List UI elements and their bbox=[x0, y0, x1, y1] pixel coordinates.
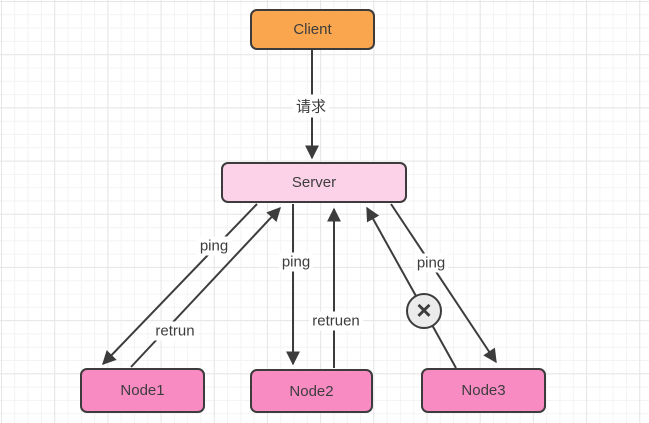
edge-node3-to-server bbox=[366, 206, 457, 369]
node-client-label: Client bbox=[293, 21, 332, 38]
node-server-label: Server bbox=[291, 174, 337, 191]
edge-node1-to-server bbox=[130, 206, 281, 368]
edge-label-request: 请求 bbox=[292, 94, 330, 118]
edge-label-node2-ping: ping bbox=[278, 252, 314, 272]
node-node3-label: Node3 bbox=[461, 382, 506, 399]
node-node2-label: Node2 bbox=[289, 382, 334, 400]
node-client: Client bbox=[250, 9, 375, 50]
node-node1: Node1 bbox=[80, 368, 205, 413]
failure-x-glyph: × bbox=[416, 294, 432, 325]
edge-label-node1-return: retrun bbox=[152, 321, 198, 341]
edge-label-node3-ping: ping bbox=[413, 253, 449, 273]
node-node1-label: Node1 bbox=[120, 382, 165, 399]
node-node2: Node2 bbox=[250, 369, 373, 413]
edge-server-to-node1 bbox=[102, 203, 258, 366]
edge-label-node1-ping: ping bbox=[196, 236, 232, 256]
failure-x-icon: × bbox=[406, 293, 442, 329]
edge-server-to-node3 bbox=[390, 203, 497, 364]
node-node3: Node3 bbox=[421, 368, 546, 413]
node-server: Server bbox=[221, 162, 407, 203]
edge-label-node2-return: retruen bbox=[309, 311, 363, 331]
